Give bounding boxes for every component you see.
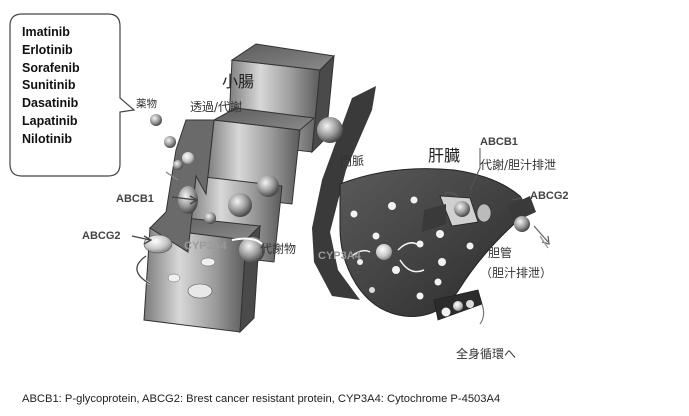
- drug-item: Dasatinib: [22, 95, 80, 113]
- biliary-excretion-label: （胆汁排泄）: [480, 264, 552, 281]
- metabolism-biliary-label: 代謝/胆汁排泄: [480, 156, 556, 173]
- drug-item: Erlotinib: [22, 42, 80, 60]
- drug-item: Sunitinib: [22, 77, 80, 95]
- systemic-circulation-label: 全身循環へ: [456, 345, 516, 362]
- drug-item: Imatinib: [22, 24, 80, 42]
- portal-vein-label: 門脈: [340, 152, 364, 169]
- drug-item: Lapatinib: [22, 113, 80, 131]
- abcb1-liver-label: ABCB1: [480, 136, 518, 148]
- liver-shape: [340, 169, 524, 317]
- liver-label: 肝臓: [428, 142, 460, 166]
- bile-duct-label: 胆管: [488, 244, 512, 261]
- abcb1-intestine-label: ABCB1: [116, 193, 154, 205]
- metabolite-label: 代謝物: [260, 240, 296, 257]
- drug-item: Sorafenib: [22, 60, 80, 78]
- transit-metabolism-label: 透過/代謝: [190, 98, 242, 115]
- abcg2-intestine-label: ABCG2: [82, 230, 121, 242]
- drug-list: Imatinib Erlotinib Sorafenib Sunitinib D…: [10, 14, 118, 176]
- cyp3a4-intestine-label: CYP3A4: [184, 240, 227, 252]
- cyp3a4-liver-label: CYP3A4: [318, 250, 361, 262]
- drug-item: Nilotinib: [22, 131, 80, 149]
- abbreviation-caption: ABCB1: P-glycoprotein, ABCG2: Brest canc…: [22, 393, 500, 405]
- drug-label: 薬物: [136, 96, 157, 111]
- abcg2-liver-label: ABCG2: [530, 190, 569, 202]
- small-intestine-label: 小腸: [222, 68, 254, 92]
- bile-duct-arrow: [534, 226, 549, 248]
